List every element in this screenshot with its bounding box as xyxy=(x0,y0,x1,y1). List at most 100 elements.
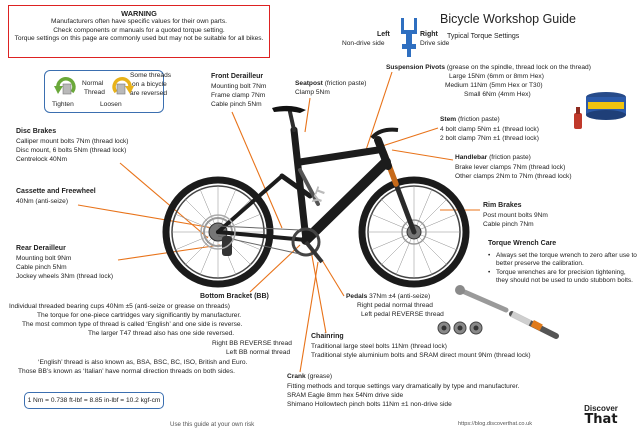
torque-wrench-tools-icon xyxy=(455,285,559,339)
front-derailleur-line: Cable pinch 5Nm xyxy=(211,101,262,108)
leader-bottom-bracket xyxy=(249,244,301,293)
loosen-label: Loosen xyxy=(100,101,122,108)
normal-label: Normal xyxy=(82,80,104,87)
right-label: Right xyxy=(420,31,438,38)
rear-derailleur-title: Rear Derailleur xyxy=(16,245,66,252)
crank-title: Crank xyxy=(287,373,306,380)
front-derailleur-title: Front Derailleur xyxy=(211,73,264,80)
pedals-heading: Pedals 37Nm ±4 (anti-seize) xyxy=(346,293,430,302)
suspension-line: Medium 11Nm (5mm Hex or T30) xyxy=(445,82,543,89)
rim-brakes-title: Rim Brakes xyxy=(483,202,522,209)
chainring xyxy=(291,227,321,257)
seatpost-title: Seatpost xyxy=(295,80,323,87)
tighten-label: Tighten xyxy=(52,101,74,108)
front-derailleur-line: Mounting bolt 7Nm xyxy=(211,83,267,90)
disc-brakes-line: Centrelock 40Nm xyxy=(16,156,67,163)
blog-url[interactable]: https://blog.discoverthat.co.uk xyxy=(458,421,533,427)
leader-disc-brakes xyxy=(119,162,209,239)
suspension-line: Large 15Nm (6mm or 8mm Hex) xyxy=(449,73,544,80)
leader-chainring xyxy=(309,244,327,334)
disc-brakes-line: Disc mount, 6 bolts 5Nm (thread lock) xyxy=(16,147,127,154)
leader-pedals xyxy=(321,259,345,297)
disclaimer-footer: Use this guide at your own risk xyxy=(170,421,255,428)
crank-arm xyxy=(304,240,324,264)
rim-brakes-line: Cable pinch 7Nm xyxy=(483,221,534,228)
reversed-note-line: Some threads xyxy=(130,72,172,79)
handlebar-line: Brake lever clamps 7Nm (thread lock) xyxy=(455,164,566,171)
seatpost-line: Clamp 5Nm xyxy=(295,89,330,96)
crank-line: Shimano Hollowtech pinch bolts 11Nm ±1 n… xyxy=(287,401,452,408)
bottom-bracket-title: Bottom Bracket (BB) xyxy=(200,293,269,300)
pedals-line: Left pedal REVERSE thread xyxy=(361,311,444,318)
leader-front-derailleur xyxy=(231,111,283,229)
seatpost-heading: Seatpost (friction paste) xyxy=(295,80,366,89)
bottom-bracket-line: The torque for one-piece cartridges vary… xyxy=(37,312,242,319)
page-subtitle: Typical Torque Settings xyxy=(447,33,520,40)
chainring-line: Traditional style aluminium bolts and SR… xyxy=(311,352,531,359)
bottom-bracket-line: Right BB REVERSE thread xyxy=(212,340,292,347)
crank-line: Fitting methods and torque settings vary… xyxy=(287,383,520,390)
bottom-bracket-frame-icon xyxy=(401,18,417,57)
handlebar-note: (friction paste) xyxy=(487,154,531,161)
disc-brakes-line: Calliper mount bolts 7Nm (thread lock) xyxy=(16,138,129,145)
handlebar-heading: Handlebar (friction paste) xyxy=(455,154,531,163)
left-label: Left xyxy=(377,31,390,38)
bottom-bracket-line: Those BB’s known as ‘Italian’ have norma… xyxy=(18,368,235,375)
pedals-title: Pedals xyxy=(346,293,368,300)
right-sub-label: Drive side xyxy=(420,40,450,47)
bottom-bracket-line: ‘English’ thread is also known as, BSA, … xyxy=(38,359,248,366)
stem-note: (friction paste) xyxy=(456,116,500,123)
crank-heading: Crank (grease) xyxy=(287,373,332,382)
warning-box: WARNING Manufacturers often have specifi… xyxy=(8,5,270,58)
rear-derailleur-line: Mounting bolt 9Nm xyxy=(16,255,72,262)
cassette-title: Cassette and Freewheel xyxy=(16,188,96,195)
stem-heading: Stem (friction paste) xyxy=(440,116,500,125)
socket-set-icon xyxy=(437,321,483,335)
stem-title: Stem xyxy=(440,116,457,123)
pedals-line: Right pedal normal thread xyxy=(357,302,433,309)
suspension-line: Small 6Nm (4mm Hex) xyxy=(464,91,531,98)
pedals-note: 37Nm ±4 (anti-seize) xyxy=(367,293,431,300)
frame-decal: YT xyxy=(309,185,329,207)
crank-line: SRAM Eagle 8mm hex 54Nm drive side xyxy=(287,392,404,399)
suspension-note: (grease on the spindle, thread lock on t… xyxy=(445,64,591,71)
cassette-line: 40Nm (anti-seize) xyxy=(16,198,69,205)
chainring-title: Chainring xyxy=(311,333,344,340)
reversed-note-line: are reversed xyxy=(130,90,168,97)
handlebar-title: Handlebar xyxy=(455,154,488,161)
warning-line: Check components or manuals for a quoted… xyxy=(53,26,225,34)
torque-wrench-title: Torque Wrench Care xyxy=(488,240,557,247)
leader-cassette xyxy=(77,204,214,229)
logo-text-bottom: That xyxy=(584,412,618,427)
leader-crank xyxy=(299,261,319,373)
reversed-note-line: on a bicycle xyxy=(132,81,167,88)
warning-line: Torque settings on this page are commonl… xyxy=(14,35,264,43)
discover-that-logo: Discover That xyxy=(572,404,630,434)
front-derailleur-line: Frame clamp 7Nm xyxy=(211,92,266,99)
disc-rotor xyxy=(200,214,236,250)
loosen-arrow-icon xyxy=(112,77,134,95)
torque-wrench-list: Always set the torque wrench to zero aft… xyxy=(487,252,637,286)
rear-derailleur-line: Cable pinch 5Nm xyxy=(16,264,67,271)
rear-derailleur-line: Jockey wheels 3Nm (thread lock) xyxy=(16,273,114,280)
tighten-arrow-icon xyxy=(54,77,76,95)
unit-conversion-box: 1 Nm = 0.738 ft-lbf = 8.85 in-lbf = 10.2… xyxy=(24,392,164,409)
stem-line: 2 bolt clamp 7Nm ±1 (thread lock) xyxy=(440,135,539,142)
warning-title: WARNING xyxy=(121,9,157,18)
stem-line: 4 bolt clamp 5Nm ±1 (thread lock) xyxy=(440,126,539,133)
suspension-title: Suspension Pivots xyxy=(386,64,445,71)
handlebar-line: Other clamps 2Nm to 7Nm (thread lock) xyxy=(455,173,572,180)
page-title: Bicycle Workshop Guide xyxy=(440,12,576,26)
left-sub-label: Non-drive side xyxy=(342,40,385,47)
rim-brakes-line: Post mount bolts 9Nm xyxy=(483,212,548,219)
seatpost-note: (friction paste) xyxy=(322,80,367,87)
bottom-bracket-line: Left BB normal thread xyxy=(226,349,291,356)
saddle xyxy=(272,105,306,113)
logo-text-top: Discover xyxy=(584,404,618,413)
leader-seatpost xyxy=(304,97,311,133)
handlebar xyxy=(370,127,399,140)
warning-line: Manufacturers often have specific values… xyxy=(51,18,227,25)
bottom-bracket-line: The most common type of thread is called… xyxy=(22,321,243,328)
thread-label: Thread xyxy=(84,89,105,96)
